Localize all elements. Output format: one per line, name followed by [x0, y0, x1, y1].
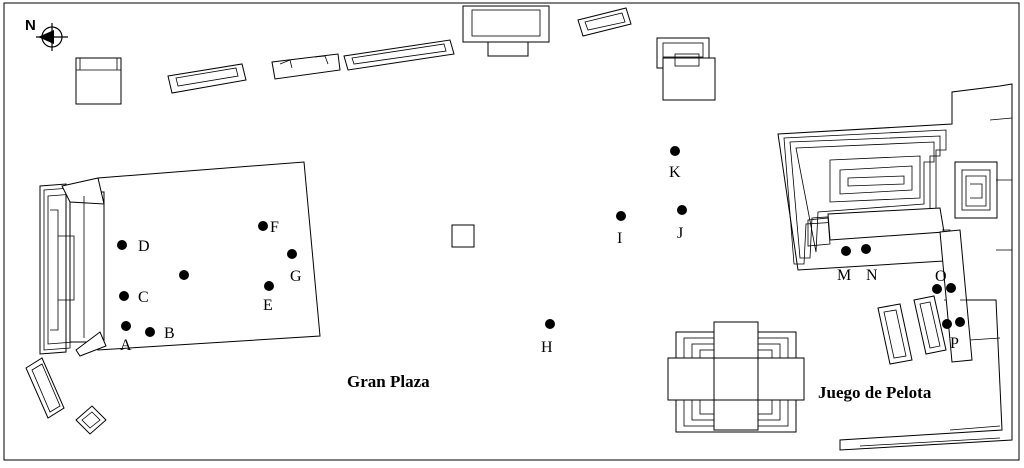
point-c-label: C [138, 289, 149, 306]
southwest-structures [25, 357, 107, 435]
juego-de-pelota-label: Juego de Pelota [818, 383, 932, 402]
point-o-label: O [935, 268, 947, 285]
point-c-marker [119, 291, 129, 301]
point-e-marker [264, 281, 274, 291]
point-n-label: N [866, 267, 878, 284]
point-i-label: I [617, 230, 622, 247]
point-p-label: P [950, 335, 959, 352]
west-temple [39, 161, 321, 357]
point-b-marker [145, 327, 155, 337]
point-a-marker [121, 321, 131, 331]
point-e-label: E [263, 297, 273, 314]
south-pyramid [667, 321, 805, 433]
central-altar [451, 224, 475, 248]
point-p2-marker [955, 317, 965, 327]
gran-plaza-label: Gran Plaza [347, 372, 430, 391]
point-m-marker [841, 246, 851, 256]
buildings-north-row [75, 5, 716, 105]
point-i-marker [616, 211, 626, 221]
sample-points: A B C D E F G H I J K M N O P [117, 146, 965, 356]
point-j-label: J [677, 225, 683, 242]
point-b-label: B [164, 325, 175, 342]
point-d-label: D [138, 238, 150, 255]
map-frame [3, 2, 1020, 461]
point-g-label: G [290, 268, 302, 285]
east-complex [777, 83, 1013, 451]
ball-court [877, 295, 947, 365]
point-g-marker [287, 249, 297, 259]
point-k-marker [670, 146, 680, 156]
point-o1-marker [932, 284, 942, 294]
point-a-label: A [120, 337, 132, 354]
point-j-marker [677, 205, 687, 215]
point-unlabeled-marker [179, 270, 189, 280]
point-k-label: K [669, 164, 681, 181]
point-h-marker [545, 319, 555, 329]
north-arrow-icon: N [25, 17, 68, 51]
point-m-label: M [837, 267, 851, 284]
point-f-label: F [270, 219, 279, 236]
north-label: N [25, 17, 36, 34]
point-h-label: H [541, 339, 553, 356]
point-p1-marker [942, 319, 952, 329]
point-f-marker [258, 221, 268, 231]
point-d-marker [117, 240, 127, 250]
point-o2-marker [946, 283, 956, 293]
point-n-marker [861, 244, 871, 254]
